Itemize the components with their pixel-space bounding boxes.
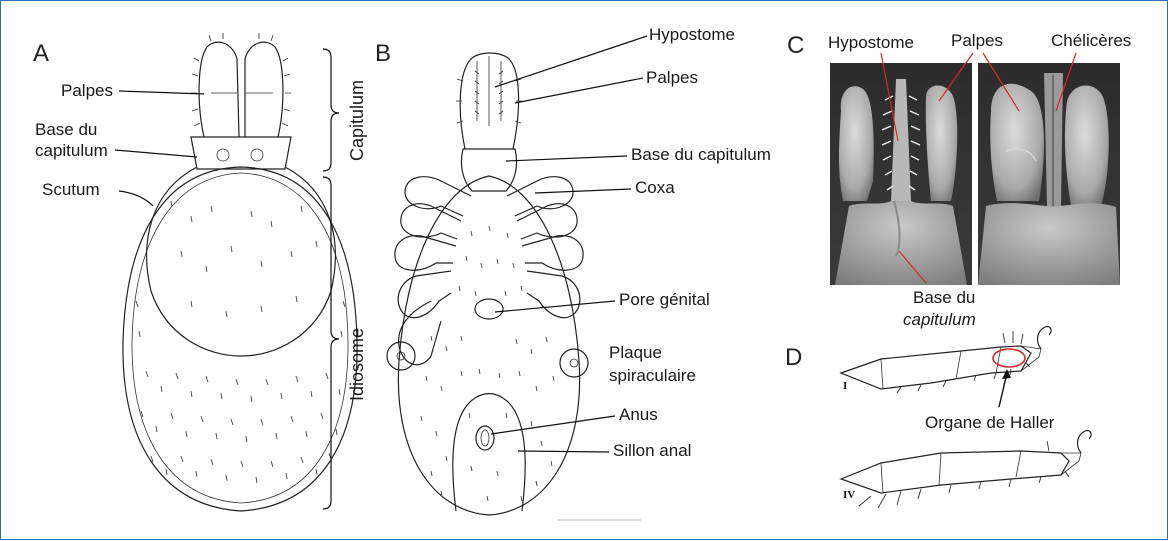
legs-right bbox=[507, 177, 583, 318]
idiosome-outline bbox=[123, 167, 357, 511]
panel-a: A Palpes bbox=[33, 33, 357, 511]
spiracular-plate-right bbox=[560, 349, 588, 377]
leader-b-coxa bbox=[535, 189, 631, 193]
label-a-scutum: Scutum bbox=[42, 180, 100, 199]
label-b-plaque-line1: Plaque bbox=[609, 343, 662, 362]
panel-b-letter: B bbox=[375, 40, 391, 67]
label-c-hypostome: Hypostome bbox=[828, 33, 914, 52]
label-a-palpes: Palpes bbox=[61, 81, 113, 100]
leader-b-base bbox=[506, 156, 627, 161]
tick-ventral-drawing bbox=[387, 53, 588, 515]
genital-pore bbox=[475, 299, 503, 319]
leader-a-scutum bbox=[119, 191, 153, 206]
label-b-coxa: Coxa bbox=[635, 178, 675, 197]
leg-four-drawing: IV bbox=[841, 431, 1091, 508]
label-c-chelicerae: Chélicères bbox=[1051, 31, 1131, 50]
capitulum-base bbox=[191, 137, 291, 169]
label-d-leg4: IV bbox=[843, 489, 855, 501]
label-c-base-line2: capitulum bbox=[903, 310, 976, 329]
haller-arrowhead bbox=[1002, 369, 1011, 379]
region-braces: Capitulum Idiosome bbox=[323, 49, 367, 509]
leader-b-anus bbox=[491, 416, 615, 434]
legs-left bbox=[395, 177, 471, 365]
label-b-anus: Anus bbox=[619, 405, 658, 424]
panel-d-letter: D bbox=[785, 344, 802, 371]
capitulum-brace bbox=[323, 49, 339, 171]
panel-b: B bbox=[375, 25, 771, 515]
label-b-sillon: Sillon anal bbox=[613, 441, 691, 460]
panel-a-letter: A bbox=[33, 40, 49, 67]
label-c-palpes: Palpes bbox=[951, 31, 1003, 50]
label-b-palpes: Palpes bbox=[646, 68, 698, 87]
label-d-leg1: I bbox=[843, 380, 847, 392]
haller-organ-highlight bbox=[993, 349, 1025, 367]
leader-b-hypostome bbox=[495, 36, 647, 87]
leader-b-palpes bbox=[515, 78, 643, 103]
sem-image-left bbox=[830, 63, 972, 285]
scutum-plate bbox=[147, 167, 336, 356]
palps bbox=[199, 42, 283, 137]
leader-a-base bbox=[115, 150, 197, 157]
label-idiosome-region: Idiosome bbox=[347, 328, 367, 401]
idiosome-brace bbox=[323, 177, 339, 509]
spiracular-plate-left bbox=[387, 342, 415, 370]
label-d-organ: Organe de Haller bbox=[925, 413, 1055, 432]
panel-d: D I Organe de Haller IV bbox=[785, 327, 1091, 508]
leg-one-drawing: I bbox=[841, 327, 1051, 393]
ventral-capitulum-base bbox=[461, 149, 516, 191]
label-c-base-line1: Base du bbox=[913, 288, 975, 307]
label-b-hypostome: Hypostome bbox=[649, 25, 735, 44]
sem-image-right bbox=[978, 63, 1120, 285]
tick-dorsal-drawing bbox=[123, 33, 357, 511]
leader-a-palpes bbox=[119, 91, 204, 94]
anal-groove bbox=[453, 394, 526, 512]
label-b-plaque-line2: spiraculaire bbox=[609, 366, 696, 385]
label-b-base: Base du capitulum bbox=[631, 145, 771, 164]
leader-b-pore bbox=[495, 301, 615, 312]
panel-c-letter: C bbox=[787, 32, 804, 59]
label-b-pore: Pore génital bbox=[619, 290, 710, 309]
label-capitulum-region: Capitulum bbox=[347, 80, 367, 161]
panel-c: C Hypostome Palpes Chélicè bbox=[787, 31, 1131, 329]
leader-b-sillon bbox=[518, 451, 609, 452]
label-a-base-line2: capitulum bbox=[35, 141, 108, 160]
label-a-base-line1: Base du bbox=[35, 120, 97, 139]
